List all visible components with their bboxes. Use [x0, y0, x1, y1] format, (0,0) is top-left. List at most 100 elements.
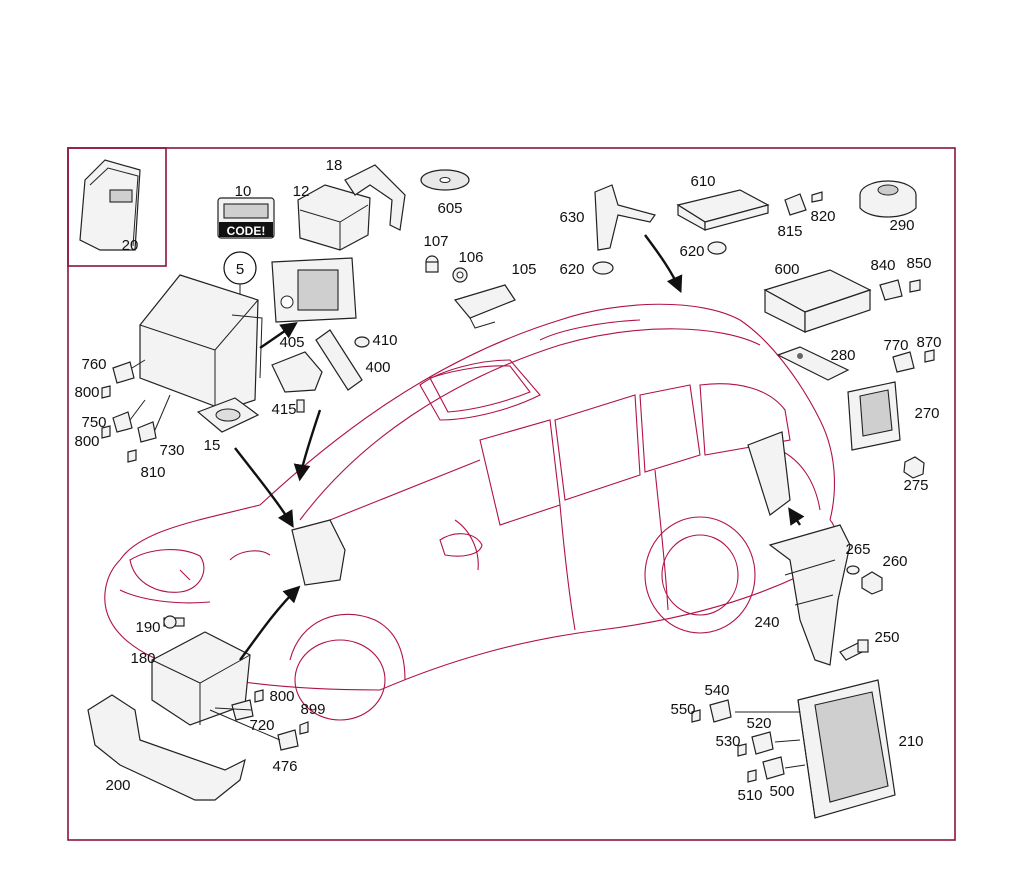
- navigation-module: [139, 274, 263, 411]
- manual-booklet: [79, 159, 141, 251]
- callout-5: 5: [236, 261, 244, 278]
- callout-870: 870: [916, 334, 941, 351]
- callout-550: 550: [670, 701, 695, 718]
- bracket-upper: [747, 431, 791, 516]
- callout-210: 210: [898, 733, 923, 750]
- callout-850: 850: [906, 255, 931, 272]
- callout-labels: 10 12 18 605 107 106 105 630 610 620 620…: [74, 157, 941, 804]
- pins-small: [254, 689, 309, 735]
- callout-620: 620: [679, 243, 704, 260]
- antenna-holder: [594, 184, 656, 251]
- washer-265: [846, 565, 860, 575]
- callout-750: 750: [81, 414, 106, 431]
- callout-520: 520: [746, 715, 771, 732]
- callout-12: 12: [293, 183, 310, 200]
- remote-280: [776, 346, 850, 381]
- callout-275: 275: [903, 477, 928, 494]
- nut-275: [903, 456, 925, 479]
- callout-20: 20: [122, 237, 139, 254]
- bracket-105: [453, 284, 516, 329]
- callout-180: 180: [130, 650, 155, 667]
- callout-240: 240: [754, 614, 779, 631]
- connector-840: [879, 279, 903, 301]
- grommet-620a: [592, 261, 614, 275]
- callout-200: 200: [105, 777, 130, 794]
- callout-600: 600: [774, 261, 799, 278]
- screw-415: [296, 399, 305, 413]
- callout-15: 15: [204, 437, 221, 454]
- callout-476: 476: [272, 758, 297, 775]
- callout-270: 270: [914, 405, 939, 422]
- callout-530: 530: [715, 733, 740, 750]
- callout-800c: 800: [269, 688, 294, 705]
- arrows: [234, 234, 805, 661]
- callout-405: 405: [279, 334, 304, 351]
- callout-630: 630: [559, 209, 584, 226]
- radio-bracket: [344, 164, 406, 231]
- callout-800b: 800: [74, 433, 99, 450]
- callout-815: 815: [777, 223, 802, 240]
- callout-500: 500: [769, 783, 794, 800]
- callout-290: 290: [889, 217, 914, 234]
- callout-190: 190: [135, 619, 160, 636]
- bracket-405: [271, 351, 323, 393]
- connector-770: [892, 351, 915, 373]
- head-unit-display: [271, 257, 357, 323]
- callout-605: 605: [437, 200, 462, 217]
- callout-106: 106: [458, 249, 483, 266]
- pin-850: [909, 279, 921, 293]
- bracket-240: [768, 524, 851, 666]
- callout-18: 18: [326, 157, 343, 174]
- callout-260: 260: [882, 553, 907, 570]
- callout-800a: 800: [74, 384, 99, 401]
- clip-410: [354, 336, 370, 348]
- connectors-lower-right: [691, 699, 785, 783]
- leader-lines: [129, 359, 806, 769]
- module-400: [315, 329, 363, 391]
- callout-760: 760: [81, 356, 106, 373]
- nut-106: [452, 267, 468, 283]
- nut-260: [861, 571, 883, 595]
- grommet-620b: [707, 241, 727, 255]
- connectors-left: [101, 361, 157, 463]
- code-card: CODE!: [217, 197, 275, 239]
- radio-unit: [297, 184, 371, 251]
- callout-770: 770: [883, 337, 908, 354]
- callout-720: 720: [249, 717, 274, 734]
- module-270: [847, 381, 901, 451]
- speaker-290: [859, 180, 917, 218]
- callout-107: 107: [423, 233, 448, 250]
- front-module: [291, 519, 346, 586]
- callout-840: 840: [870, 257, 895, 274]
- callout-105: 105: [511, 261, 536, 278]
- callout-250: 250: [874, 629, 899, 646]
- media-device-15: [196, 397, 260, 433]
- callout-10: 10: [235, 183, 252, 200]
- callout-280: 280: [830, 347, 855, 364]
- callout-810: 810: [140, 464, 165, 481]
- connector-720: [231, 699, 254, 721]
- pin-870: [924, 349, 935, 363]
- connector-815: [784, 193, 807, 216]
- callout-899: 899: [300, 701, 325, 718]
- cd-changer-600: [763, 269, 872, 333]
- callout-265: 265: [845, 541, 870, 558]
- pin-820: [811, 191, 823, 203]
- callout-620b: 620: [559, 261, 584, 278]
- bracket-200: [87, 694, 246, 801]
- module-210: [797, 679, 896, 819]
- inset-box: [67, 147, 167, 267]
- callout-410: 410: [372, 332, 397, 349]
- callout-415: 415: [271, 401, 296, 418]
- callout-610: 610: [690, 173, 715, 190]
- diagram-frame: [67, 147, 956, 841]
- callout-820: 820: [810, 208, 835, 225]
- navigation-disc: [420, 169, 470, 191]
- callout-400: 400: [365, 359, 390, 376]
- bolt-250: [839, 639, 869, 661]
- bolt-190: [163, 615, 185, 629]
- screw-107: [425, 255, 439, 273]
- module-610: [676, 189, 770, 232]
- code-card-text: CODE!: [227, 224, 266, 238]
